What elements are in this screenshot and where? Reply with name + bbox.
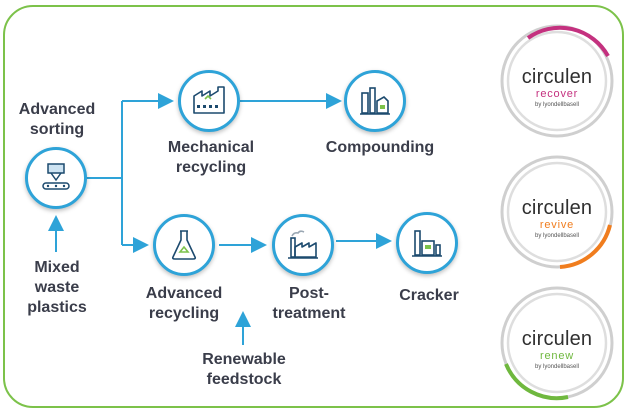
node-mechanical-recycling <box>178 70 240 132</box>
label-line: Mixed <box>34 259 80 276</box>
factory-recycle-icon <box>193 86 225 114</box>
node-advanced-recycling <box>153 214 215 276</box>
label-mechanical-recycling: Mechanical recycling <box>155 138 267 178</box>
badge-variant-label: recover <box>535 88 579 100</box>
label-mixed-waste-plastics: Mixed waste plastics <box>18 258 96 318</box>
badge-variant-label: renew <box>540 350 574 362</box>
label-line: feedstock <box>206 371 282 388</box>
label-line: Post- <box>289 285 329 302</box>
label-cracker: Cracker <box>388 286 470 306</box>
cracker-plant-icon <box>412 230 442 257</box>
node-post-treatment <box>272 214 334 276</box>
diagram-frame <box>3 5 624 408</box>
badge-circulen-renew: circulen renew by lyondellbasell <box>498 284 616 402</box>
label-post-treatment: Post- treatment <box>262 284 356 324</box>
badge-ring-icon <box>500 155 614 269</box>
label-compounding: Compounding <box>318 138 442 158</box>
label-line: waste <box>34 279 80 296</box>
flask-recycle-icon <box>171 230 197 260</box>
node-cracker <box>396 212 458 274</box>
node-advanced-sorting <box>25 147 87 209</box>
label-line: Mechanical <box>167 139 255 156</box>
label-line: recycling <box>148 305 220 322</box>
node-compounding <box>344 70 406 132</box>
label-line: treatment <box>272 305 346 322</box>
label-advanced-recycling: Advanced recycling <box>132 284 236 324</box>
badge-circulen-recover: circulen recover by lyondellbasell <box>498 22 616 140</box>
badge-brand-name: circulen <box>521 66 593 88</box>
sorting-machine-icon <box>42 163 70 190</box>
badge-byline: by lyondellbasell <box>534 102 580 108</box>
factory-smoke-icon <box>288 230 318 259</box>
label-line: Renewable <box>202 351 286 368</box>
refinery-icon <box>360 87 390 115</box>
badge-byline: by lyondellbasell <box>534 233 580 239</box>
label-line: recycling <box>175 159 247 176</box>
label-line: Cracker <box>399 287 459 304</box>
label-line: Advanced <box>18 101 96 118</box>
badge-ring-icon <box>500 24 614 138</box>
badge-brand-name: circulen <box>521 197 593 219</box>
badge-brand-name: circulen <box>521 328 593 350</box>
label-line: sorting <box>29 121 85 138</box>
label-line: Compounding <box>325 139 435 156</box>
badge-byline: by lyondellbasell <box>534 364 580 370</box>
label-line: Advanced <box>145 285 223 302</box>
label-advanced-sorting: Advanced sorting <box>12 100 102 140</box>
badge-ring-icon <box>500 286 614 401</box>
label-renewable-feedstock: Renewable feedstock <box>188 350 300 390</box>
badge-variant-label: revive <box>539 219 575 231</box>
label-line: plastics <box>27 299 87 316</box>
badge-circulen-revive: circulen revive by lyondellbasell <box>498 153 616 271</box>
